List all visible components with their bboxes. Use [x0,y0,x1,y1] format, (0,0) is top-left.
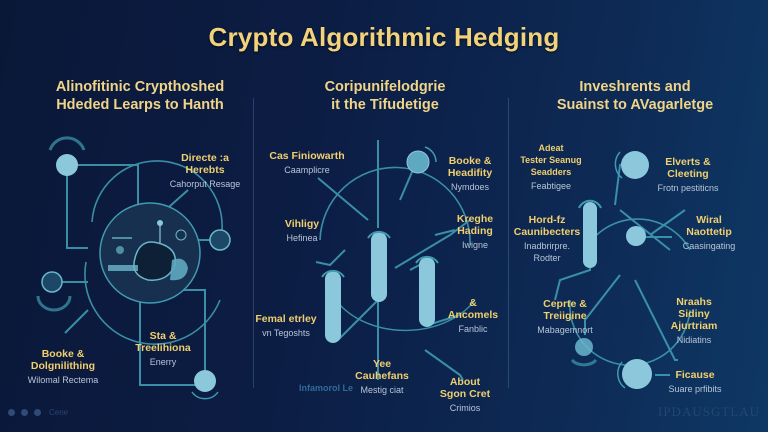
label-heading: Treelihiona [135,342,191,354]
label-heading: Tester Seanug Seadders [520,155,582,177]
page-title: Crypto Algorithmic Hedging [208,22,560,52]
label-subtext: Hefinea [286,233,318,243]
panel-divider-1 [253,98,254,388]
label-heading: Naottetip [686,226,732,238]
label-subtext: Nidiatins [676,335,712,345]
label-subtext: Fanblic [458,324,488,334]
label-yee-cauhefans: Yee Cauhefans Mestig ciat [350,358,414,396]
label-subtext: Caasingating [682,241,736,251]
label-heading: Sidiny Ajurtriam [670,308,718,332]
label-heading: Elverts & [665,156,711,168]
panel-2-heading: Coripunifelodgrie it the Tifudetige [270,78,500,114]
panel-1-heading-line2: Hdeded Learps to Hanth [56,97,224,113]
label-heading: Directe :a [181,152,229,164]
faint-tag-text: Infamorol Le [298,383,353,393]
label-heading: Ficause [675,369,715,381]
label-heading: Kreghe [456,213,494,225]
panel-2-heading-line1: Coripunifelodgrie [324,79,446,95]
label-sta-treelihiona: Sta & Treelihiona Enerry [128,330,198,368]
panel-1-heading-line1: Alinofitinic Crypthoshed [55,79,225,95]
panel-1-heading: Alinofitinic Crypthoshed Hdeded Learps t… [20,78,260,114]
label-subtext: Crimios [449,403,481,413]
label-subtext: Nymdoes [450,182,489,192]
label-heading: & [469,297,477,309]
label-subtext: Mestig ciat [360,385,404,395]
label-elverts-cleeting: Elverts & Cleeting Frotn pestiticns [650,156,726,194]
label-direct-herebts: Directe :a Herebts Cahorput Resage [160,152,250,190]
label-hord-caunibecters: Hord-fz Caunibecters Inadbrirpre. Rodter [512,214,582,264]
label-heading: Cas Finiowarth [269,150,345,162]
label-cas-finiowarth: Cas Finiowarth Caamplicre [262,150,352,176]
label-heading: Sgon Cret [439,388,491,400]
label-heading: Sta & [149,330,177,342]
label-subtext: Suare prfibits [668,384,722,394]
label-heading: Nraahs [676,296,712,308]
label-about-sgon-cret: About Sgon Cret Crimios [435,376,495,414]
label-heading: Vihligy [284,218,320,230]
label-nraahs-sidiny: Nraahs Sidiny Ajurtriam Nidiatins [662,296,726,346]
pagination-dot[interactable] [8,409,15,416]
label-heading: Cleeting [667,168,709,180]
label-heading: Booke & [448,155,492,167]
label-subtext: Feabtigee [530,181,572,191]
label-adeat-tester: Adeat Tester Seanug Seadders Feabtigee [514,142,588,192]
label-subtext: Cahorput Resage [169,179,241,189]
label-heading: Hading [457,225,493,237]
label-heading: Headifity [447,167,493,179]
label-booke-dolgnilithing: Booke & Dolgnilithing Wilomal Rectema [18,348,108,386]
label-femal-etrley: Femal etrley vn Tegoshts [254,313,318,339]
label-vihligy: Vihligy Hefinea [272,218,332,244]
label-subtext: Frotn pestiticns [657,183,719,193]
label-heading: Wiral [696,214,722,226]
label-subtext: vn Tegoshts [262,328,310,338]
label-kreghe-hading: Kreghe Hading Iwigne [440,213,510,251]
label-ancomels: & Ancomels Fanblic [440,297,506,335]
label-heading: Cauhefans [355,370,409,382]
label-heading: Ancomels [447,309,499,321]
label-subtext: Inadbrirpre. Rodter [523,241,571,263]
label-subtext: Mabagemnort [537,325,593,335]
label-heading: Herebts [185,164,225,176]
pagination-dots: Cene [8,408,68,417]
panel-3-heading-line2: Suainst to AVagarletge [556,97,714,113]
label-subtext: Caamplicre [284,165,330,175]
label-heading: About [449,376,481,388]
label-subtext: Iwigne [461,240,488,250]
panel-divider-2 [508,98,509,388]
label-heading: Adeat [538,143,564,153]
label-heading: Caunibecters [513,226,581,238]
label-heading: Ceprte & [543,298,587,310]
label-wiral-naottetip: Wiral Naottetip Caasingating [674,214,744,252]
label-heading: Booke & [41,348,85,360]
label-subtext: Wilomal Rectema [27,375,99,385]
panel-2-heading-line2: it the Tifudetige [331,97,439,113]
label-heading: Hord-fz [528,214,566,226]
label-ficause: Ficause Suare prfibits [660,369,730,395]
faint-tag: Infamorol Le [296,380,356,394]
label-heading: Femal etrley [255,313,317,325]
pagination-dot[interactable] [34,409,41,416]
label-booke-headifity: Booke & Headifity Nymdoes [430,155,510,193]
label-ceprte-treiigine: Ceprte & Treiigine Mabagemnort [530,298,600,336]
watermark: IPDAUSGTLAU [658,404,760,419]
label-subtext: Enerry [149,357,177,367]
panel-3-heading-line1: Inveshrents and [579,79,691,95]
panel-3-heading: Inveshrents and Suainst to AVagarletge [515,78,755,114]
label-heading: Dolgnilithing [30,360,96,372]
pagination-label: Cene [49,408,69,417]
label-heading: Treiigine [543,310,587,322]
label-heading: Yee [372,358,392,370]
pagination-dot[interactable] [21,409,28,416]
